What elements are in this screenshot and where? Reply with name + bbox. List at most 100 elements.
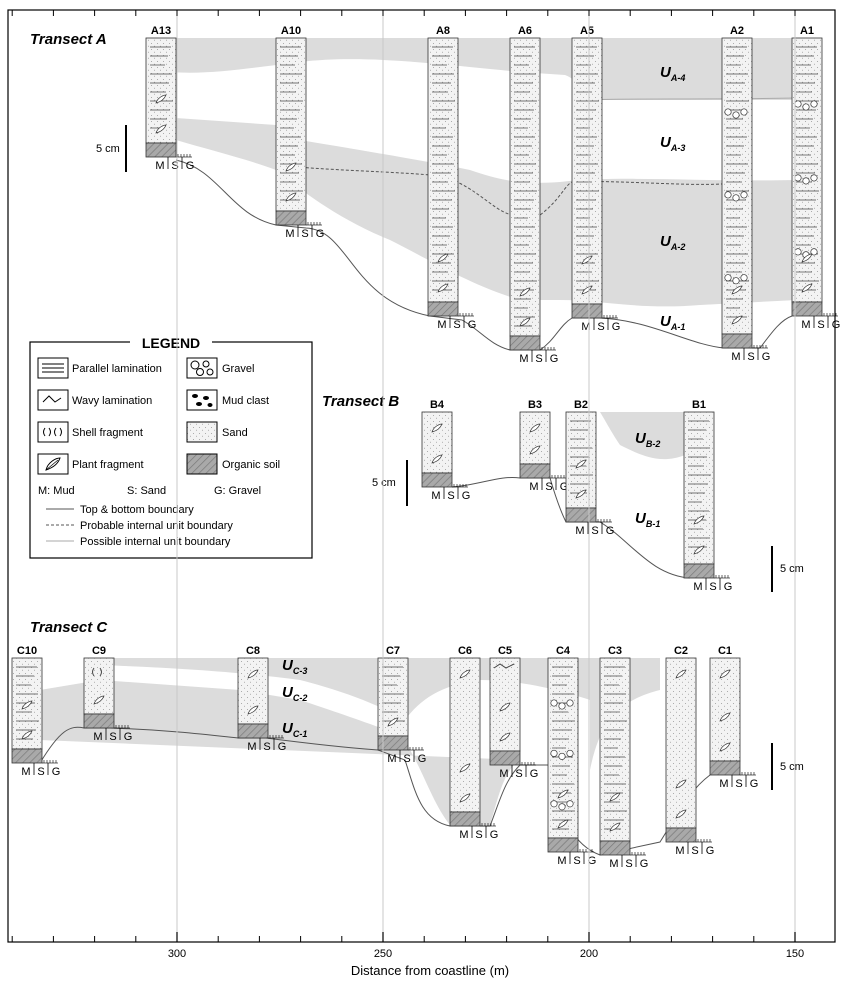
plant-fragment-icon (21, 700, 33, 710)
gravel-clast (794, 100, 802, 108)
grain-sand-label: S (535, 353, 542, 365)
sand-layer (421, 411, 453, 474)
column-label: A10 (281, 25, 301, 37)
grain-sand-label: S (747, 351, 754, 363)
grain-sand-label: S (573, 855, 580, 867)
legend-title-bg (130, 334, 212, 350)
grain-mud-label: M (719, 778, 728, 790)
axis-title: Distance from coastline (m) (351, 963, 509, 978)
grain-gravel-label: G (468, 319, 477, 331)
gravel-clast (740, 108, 748, 116)
grain-gravel-label: G (490, 829, 499, 841)
gravel-clast (810, 174, 818, 182)
sand-layer (237, 657, 269, 725)
legend-organic-soil: Organic soil (222, 459, 280, 471)
gravel-clast (724, 108, 732, 116)
legend-plant-fragment: Plant fragment (72, 459, 144, 471)
organic-soil-layer (489, 750, 521, 766)
column-label: C6 (458, 645, 472, 657)
unit-b2-label: UB-2 (635, 430, 660, 449)
grain-sand-label: S (591, 525, 598, 537)
organic-soil-layer (683, 563, 715, 579)
plant-fragment-icon (719, 712, 731, 722)
gravel-clast (732, 194, 740, 202)
sand-layer (721, 37, 753, 335)
grain-mud-label: M (437, 319, 446, 331)
gravel-clast (558, 803, 566, 811)
unit-c2-label: UC-2 (282, 684, 307, 703)
grain-sand-label: S (403, 753, 410, 765)
plant-fragment-icon (431, 423, 443, 433)
gravel-icon (186, 357, 218, 379)
sand-layer (519, 411, 551, 465)
grain-gravel-label: G (560, 481, 569, 493)
organic-soil-icon (186, 453, 218, 475)
gravel-clast (802, 177, 810, 185)
legend-parallel-lamination: Parallel lamination (72, 363, 162, 375)
grain-gravel-label: G (52, 766, 61, 778)
gravel-clast (732, 111, 740, 119)
transect-b-title: Transect B (322, 393, 399, 410)
gravel-clast (794, 174, 802, 182)
grain-gravel-label: G (612, 321, 621, 333)
shell-fragment (92, 667, 102, 677)
plant-fragment-icon (693, 545, 705, 555)
organic-soil-layer (145, 142, 177, 158)
plant-fragment-icon (609, 792, 621, 802)
grain-mud-label: M (93, 731, 102, 743)
grain-gravel-label: G (124, 731, 133, 743)
grain-gravel-label: G (750, 778, 759, 790)
plant-fragment-icon (529, 445, 541, 455)
plant-fragment-icon (801, 253, 813, 263)
grain-sand-label: S (301, 228, 308, 240)
plant-fragment-icon (37, 453, 69, 475)
plant-fragment-icon (155, 124, 167, 134)
organic-soil-layer (509, 335, 541, 351)
grain-gravel-label: G (762, 351, 771, 363)
grain-gravel-label: G (278, 741, 287, 753)
organic-soil-layer (377, 735, 409, 751)
legend-shell-fragment: Shell fragment (72, 427, 143, 439)
plant-fragment-icon (675, 809, 687, 819)
gravel-clast (810, 100, 818, 108)
plant-fragment-icon (719, 669, 731, 679)
organic-soil-layer (665, 827, 697, 843)
legend-abbr-gravel: G: Gravel (214, 485, 261, 497)
column-label: B3 (528, 399, 542, 411)
legend-frame (29, 341, 313, 559)
grain-mud-label: M (285, 228, 294, 240)
organic-soil-layer (275, 210, 307, 226)
grain-sand-label: S (817, 319, 824, 331)
legend-title: LEGEND (142, 335, 200, 351)
column-label: A13 (151, 25, 171, 37)
scale-bar-b-label: 5 cm (372, 477, 396, 489)
sand-layer (509, 37, 541, 337)
plant-fragment-icon (437, 283, 449, 293)
organic-soil-layer (571, 303, 603, 319)
grain-sand-label: S (709, 581, 716, 593)
plant-fragment-icon (529, 423, 541, 433)
organic-soil-layer (709, 760, 741, 776)
column-label: C9 (92, 645, 106, 657)
plant-fragment-icon (731, 315, 743, 325)
scale-bar-a-label: 5 cm (96, 143, 120, 155)
grain-sand-label: S (109, 731, 116, 743)
column-label: C10 (17, 645, 37, 657)
plant-fragment-icon (387, 717, 399, 727)
c-top-bottom-boundary (39, 726, 711, 856)
column-label: C3 (608, 645, 622, 657)
plant-fragment-icon (557, 789, 569, 799)
grain-gravel-label: G (706, 845, 715, 857)
gravel-clast (558, 702, 566, 710)
legend-mud-clast: Mud clast (222, 395, 269, 407)
organic-soil-layer (791, 301, 823, 317)
grain-mud-label: M (499, 768, 508, 780)
